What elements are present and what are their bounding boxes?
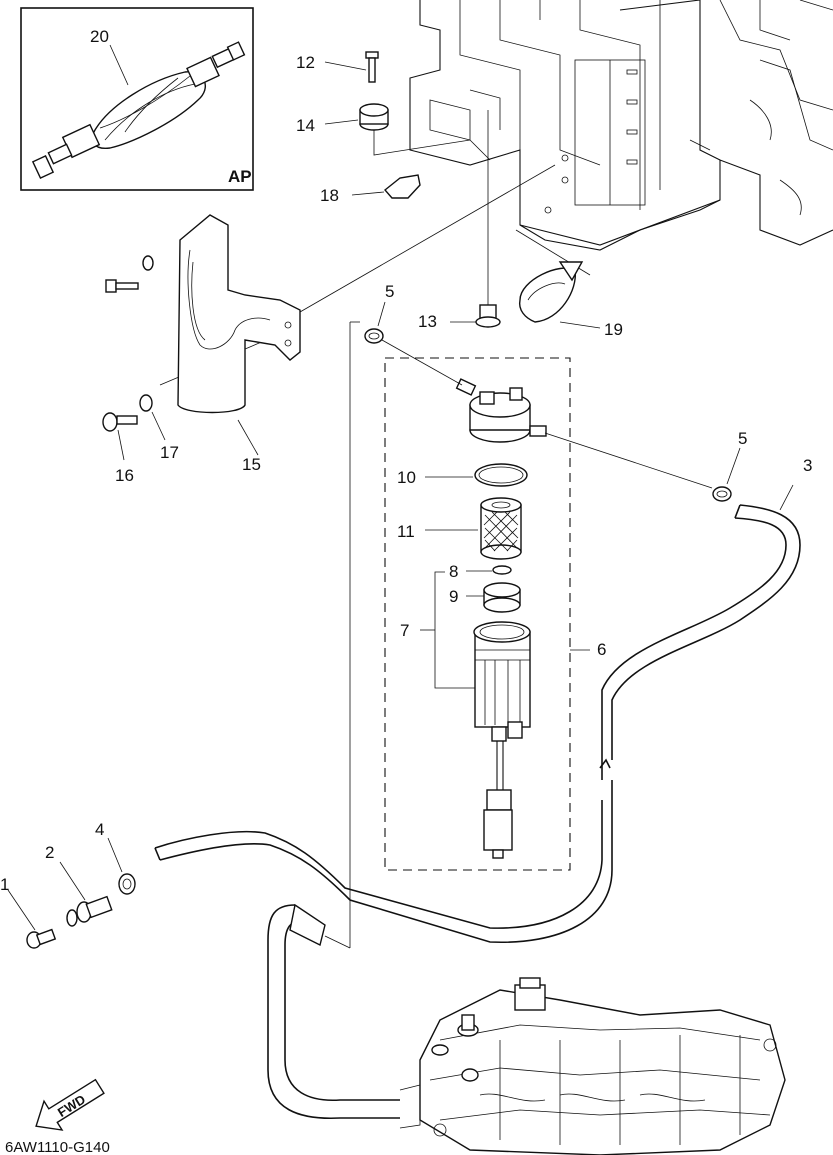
callout-11: 11 <box>397 522 415 541</box>
bolt-part-12 <box>324 51 379 83</box>
callout-18: 18 <box>320 186 339 205</box>
screw-upper <box>105 255 154 293</box>
drawing-code: 6AW1110-G140 <box>5 1139 110 1155</box>
callout-5-right: 5 <box>738 429 747 448</box>
callout-20: 20 <box>90 27 109 46</box>
callout-8: 8 <box>449 562 458 581</box>
callout-9: 9 <box>449 587 458 606</box>
washer-part-17 <box>139 394 166 441</box>
callout-6: 6 <box>597 640 606 659</box>
screw-part-16 <box>102 412 138 461</box>
lower-hose <box>267 903 400 1120</box>
callout-1: 1 <box>0 875 9 894</box>
primer-pump-inset: 20 AP <box>20 7 254 191</box>
primer-pump-part-20 <box>31 41 246 180</box>
callout-3: 3 <box>803 456 812 475</box>
callout-2: 2 <box>45 843 54 862</box>
callout-bracket-7 <box>420 571 478 689</box>
inset-label: AP <box>228 167 252 186</box>
clip-part-18 <box>351 174 421 199</box>
filter-assembly-box <box>384 357 571 871</box>
fitting-part-13 <box>450 304 501 328</box>
clamp-part-5-right <box>712 447 741 502</box>
plug-part-1 <box>7 889 57 949</box>
filter-cup <box>473 621 531 859</box>
filter-head <box>455 378 547 443</box>
fitting-part-2 <box>59 861 113 927</box>
callout-15: 15 <box>242 455 261 474</box>
fwd-arrow: FWD <box>35 1078 105 1131</box>
float-part-9 <box>466 582 521 613</box>
hose-part-3 <box>154 484 801 944</box>
filter-element-part-11 <box>425 497 522 560</box>
callout-13: 13 <box>418 312 437 331</box>
bracket-part-15 <box>177 214 301 456</box>
callout-7: 7 <box>400 621 409 640</box>
callout-12: 12 <box>296 53 315 72</box>
callout-5-left: 5 <box>385 282 394 301</box>
callout-4: 4 <box>95 820 104 839</box>
clamp-part-4 <box>107 837 136 895</box>
ring-part-8 <box>466 565 512 575</box>
callout-16: 16 <box>115 466 134 485</box>
engine-block <box>409 0 833 251</box>
callout-14: 14 <box>296 116 315 135</box>
intake-manifold <box>399 977 786 1155</box>
clamp-part-5-left <box>364 301 386 344</box>
callout-10: 10 <box>397 468 416 487</box>
grommet-part-14 <box>324 103 389 131</box>
o-ring-part-10 <box>425 463 528 487</box>
callout-17: 17 <box>160 443 179 462</box>
callout-19: 19 <box>604 320 623 339</box>
clamp-part-19 <box>518 261 601 329</box>
